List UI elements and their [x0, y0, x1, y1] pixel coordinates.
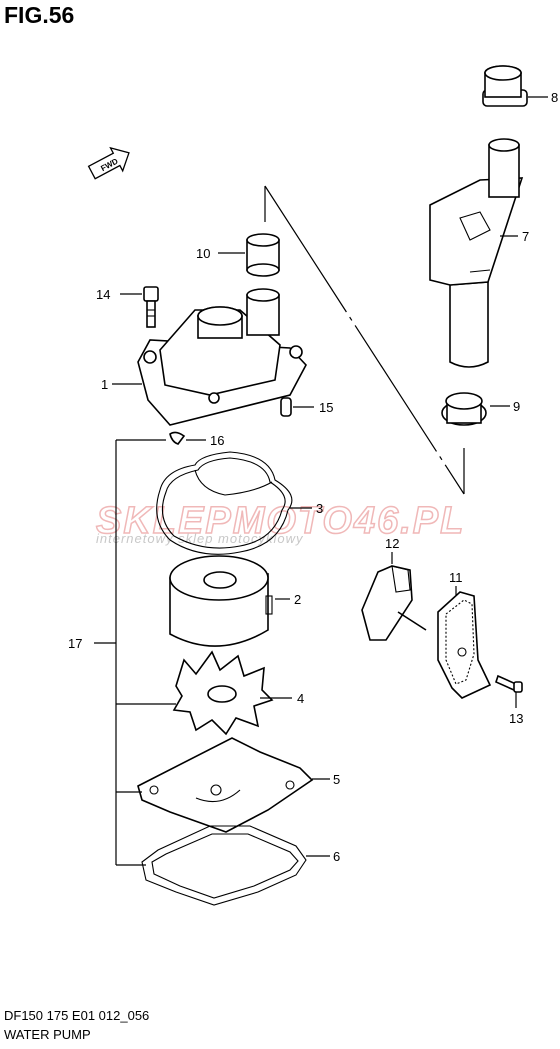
callout-16: 16 — [210, 433, 224, 448]
callout-15: 15 — [319, 400, 333, 415]
part-7-water-tube — [429, 138, 524, 368]
part-16-key — [169, 431, 206, 445]
figure-code: DF150 175 E01 012_056 — [4, 1008, 150, 1023]
callout-4: 4 — [297, 691, 304, 706]
part-17-kit-bracket — [94, 439, 176, 866]
part-12-bracket — [361, 552, 427, 641]
figure-name: WATER PUMP — [4, 1027, 91, 1042]
callout-9: 9 — [513, 399, 520, 414]
callout-6: 6 — [333, 849, 340, 864]
assembly-boundary — [264, 185, 465, 495]
callout-3: 3 — [316, 501, 323, 516]
part-11-cover — [437, 586, 492, 699]
part-14-bolt — [120, 286, 159, 328]
part-1-pump-case — [112, 288, 307, 426]
callout-labels: 1 2 3 4 5 6 7 8 9 10 11 12 13 14 15 16 1… — [68, 90, 558, 864]
callout-8: 8 — [551, 90, 558, 105]
callout-12: 12 — [385, 536, 399, 551]
watermark: SKLEPMOTO46.PL internetowy sklep motocyk… — [95, 499, 464, 546]
watermark-tagline: internetowy sklep motocyklowy — [96, 531, 304, 546]
callout-1: 1 — [101, 377, 108, 392]
part-10-seal — [218, 233, 280, 277]
part-8-grommet — [482, 65, 548, 107]
callout-5: 5 — [333, 772, 340, 787]
fwd-arrow-icon: FWD — [87, 146, 130, 180]
part-15-pin — [280, 397, 314, 417]
part-3-seal-ring — [156, 451, 312, 555]
callout-17: 17 — [68, 636, 82, 651]
part-6-gasket — [141, 825, 330, 906]
figure-title: FIG.56 — [4, 2, 75, 28]
callout-7: 7 — [522, 229, 529, 244]
part-13-screw — [495, 674, 523, 708]
callout-14: 14 — [96, 287, 110, 302]
callout-13: 13 — [509, 711, 523, 726]
part-5-plate — [137, 737, 330, 833]
part-2-impeller-housing — [169, 555, 290, 647]
callout-11: 11 — [449, 570, 463, 585]
callout-10: 10 — [196, 246, 210, 261]
part-9-grommet — [441, 392, 510, 426]
callout-2: 2 — [294, 592, 301, 607]
part-4-impeller — [172, 650, 292, 736]
